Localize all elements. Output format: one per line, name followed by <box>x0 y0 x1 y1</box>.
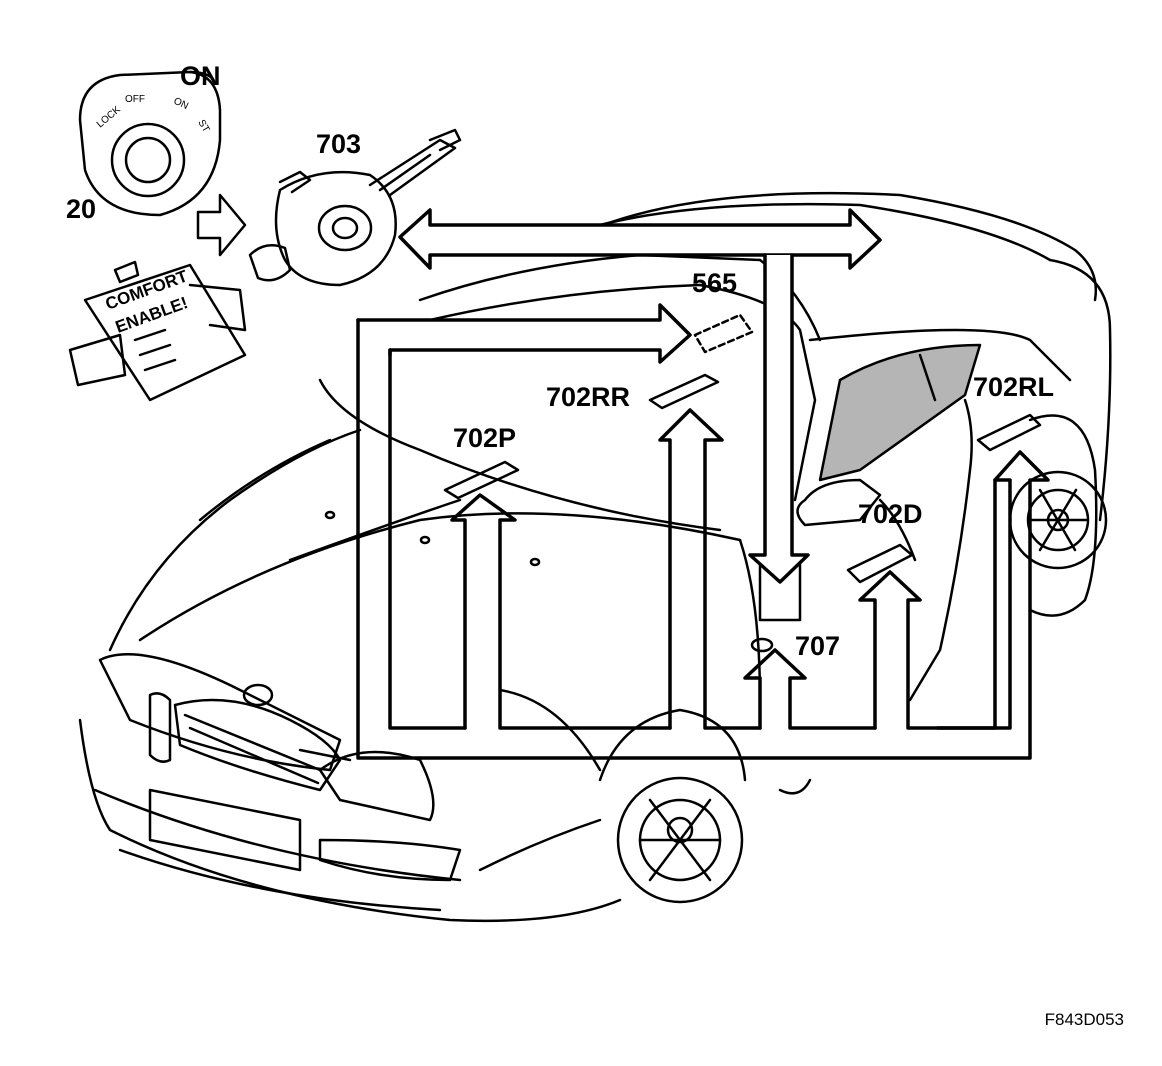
ignition-pos-on: ON <box>172 96 190 112</box>
figure-id: F843D053 <box>1044 1010 1124 1029</box>
comfort-card-drawing <box>68 260 247 402</box>
label-702p: 702P <box>453 423 517 453</box>
label-20: 20 <box>66 194 97 224</box>
label-707: 707 <box>795 631 841 661</box>
ignition-switch <box>78 70 222 217</box>
car-drawing <box>78 191 1112 923</box>
comfort-card-text: COMFORT ENABLE! <box>103 266 191 336</box>
ignition-position-labels: LOCK OFF ON ST <box>95 94 211 135</box>
label-on: ON <box>180 61 221 91</box>
hollow-arrow-ignition <box>196 193 247 257</box>
label-703: 703 <box>316 129 362 159</box>
signal-arrows <box>398 208 882 584</box>
module-boxes <box>443 313 1042 584</box>
label-565: 565 <box>692 268 738 298</box>
ignition-pos-st: ST <box>195 118 211 135</box>
ignition-pos-off: OFF <box>125 94 145 105</box>
bus-frame <box>356 303 1050 760</box>
label-702d: 702D <box>858 499 923 529</box>
combination-switch <box>248 128 462 287</box>
ignition-pos-lock: LOCK <box>95 104 123 130</box>
label-702rl: 702RL <box>973 372 1055 402</box>
label-702rr: 702RR <box>546 382 631 412</box>
